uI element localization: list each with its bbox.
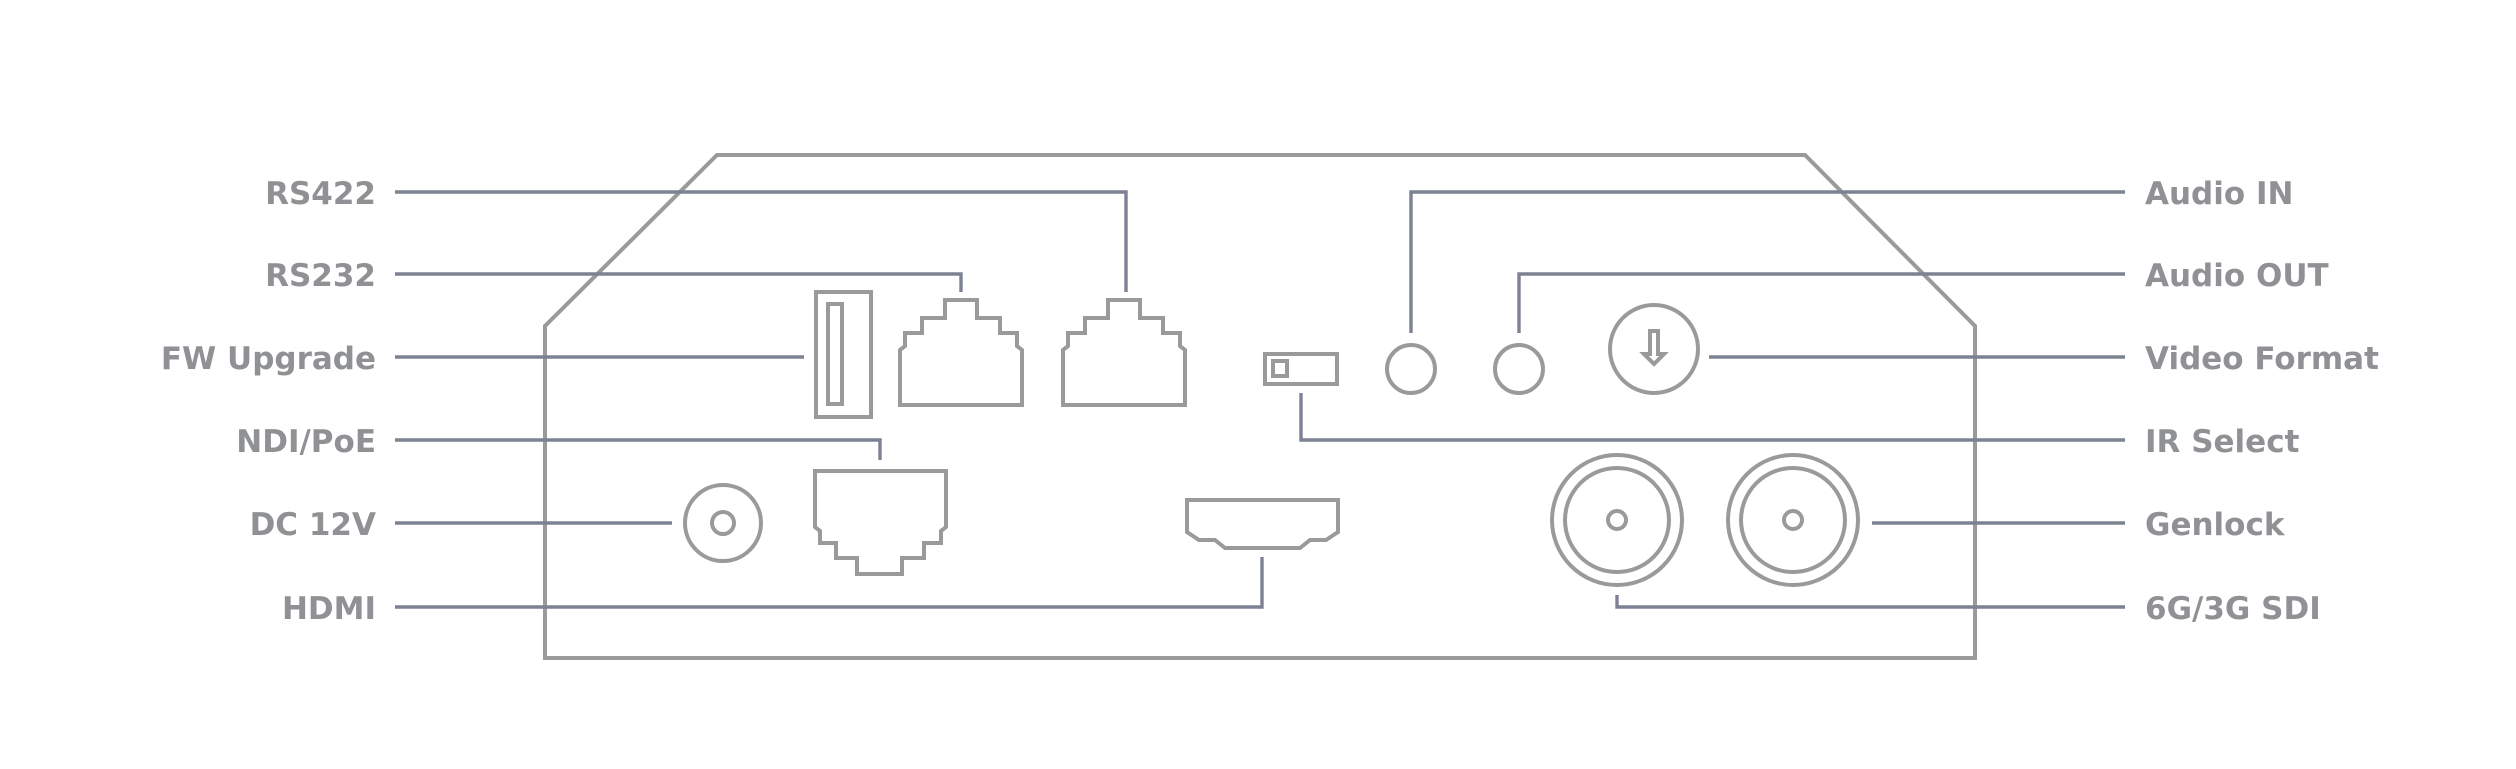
leader-ir-select [1299, 393, 2125, 442]
leader-rs232 [395, 272, 963, 292]
rs232-port [898, 298, 1024, 407]
label-fw-upgrade: FW Upgrade [161, 341, 376, 377]
sdi-bnc-connector [1550, 453, 1684, 587]
genlock-bnc-connector [1726, 453, 1860, 587]
leader-hdmi [395, 557, 1264, 609]
down-arrow-icon [1639, 329, 1669, 367]
leader-ndi-poe [395, 438, 882, 460]
label-rs422: RS422 [265, 176, 376, 212]
ir-select-switch [1263, 352, 1339, 386]
video-format-button [1608, 303, 1700, 395]
device-housing [543, 153, 1977, 660]
label-hdmi: HDMI [282, 591, 376, 627]
usb-port [814, 290, 873, 419]
label-rs232: RS232 [265, 258, 376, 294]
label-video-format: Video Format [2145, 341, 2379, 377]
audio-out-jack [1493, 343, 1545, 395]
leader-audio-out [1517, 272, 2125, 333]
label-dc-12v: DC 12V [250, 507, 376, 543]
label-audio-in: Audio IN [2145, 176, 2293, 212]
dc-12v-jack [683, 483, 763, 563]
leader-rs422 [395, 190, 1128, 292]
rs422-port [1061, 298, 1187, 407]
label-audio-out: Audio OUT [2145, 258, 2329, 294]
leader-sdi [1615, 595, 2125, 609]
label-sdi: 6G/3G SDI [2145, 591, 2321, 627]
label-ndi-poe: NDI/PoE [236, 424, 376, 460]
hdmi-port [1185, 498, 1340, 550]
label-genlock: Genlock [2145, 507, 2286, 543]
audio-in-jack [1385, 343, 1437, 395]
leader-audio-in [1409, 190, 2125, 333]
label-ir-select: IR Select [2145, 424, 2300, 460]
ndi-poe-port [813, 469, 948, 576]
